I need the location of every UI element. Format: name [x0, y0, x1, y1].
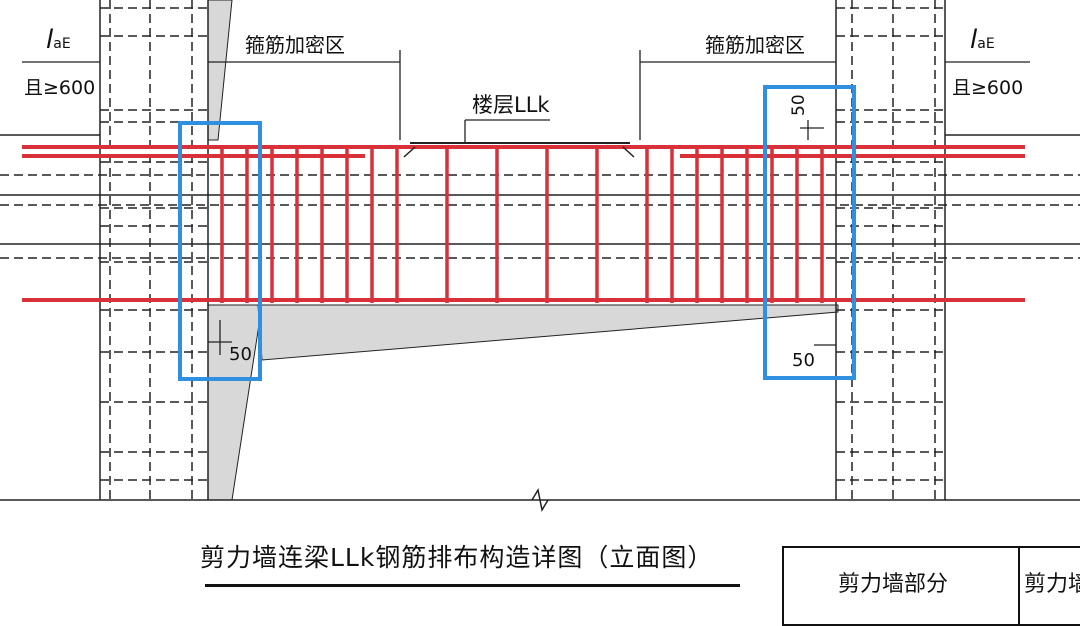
break-symbol [531, 487, 549, 513]
left-hatch-wedge [207, 0, 233, 141]
stirrup-zone-right: 箍筋加密区 [705, 33, 805, 57]
beam-stirrups [220, 145, 824, 303]
wall-lines [0, 0, 1080, 501]
drawing-title: 剪力墙连梁LLk钢筋排布构造详图（立面图） [200, 543, 714, 572]
beam-longitudinal-bars [22, 145, 1025, 302]
right-highlight-box [763, 85, 856, 380]
rebar-elevation-drawing: laE laE 且≥600 且≥600 箍筋加密区 箍筋加密区 楼层LLk 50… [0, 0, 1080, 513]
title-underline [205, 584, 740, 587]
title-block-divider [1018, 546, 1020, 626]
beam-soffit-hatch [257, 304, 839, 361]
dim-50-top: 50 [789, 94, 809, 116]
stirrup-zone-left: 箍筋加密区 [245, 33, 345, 57]
min-length-right: 且≥600 [952, 77, 1023, 99]
left-highlight-box [178, 121, 262, 381]
dimension-lines [22, 50, 1030, 355]
table-cell-wall-part: 剪力墙部分 [838, 572, 949, 597]
wall-dashed-rebar [0, 0, 1080, 500]
dim-50-left: 50 [229, 344, 252, 365]
table-cell-wall: 剪力墙 [1024, 572, 1080, 597]
hook-left [403, 146, 416, 158]
hook-right [622, 146, 635, 158]
left-lower-hatch [207, 304, 263, 501]
lae-label-left: laE [46, 25, 71, 55]
lae-label-right: laE [970, 25, 995, 55]
min-length-left: 且≥600 [24, 77, 95, 99]
dim-50-right: 50 [792, 350, 815, 371]
beam-name-label: 楼层LLk [472, 93, 550, 117]
